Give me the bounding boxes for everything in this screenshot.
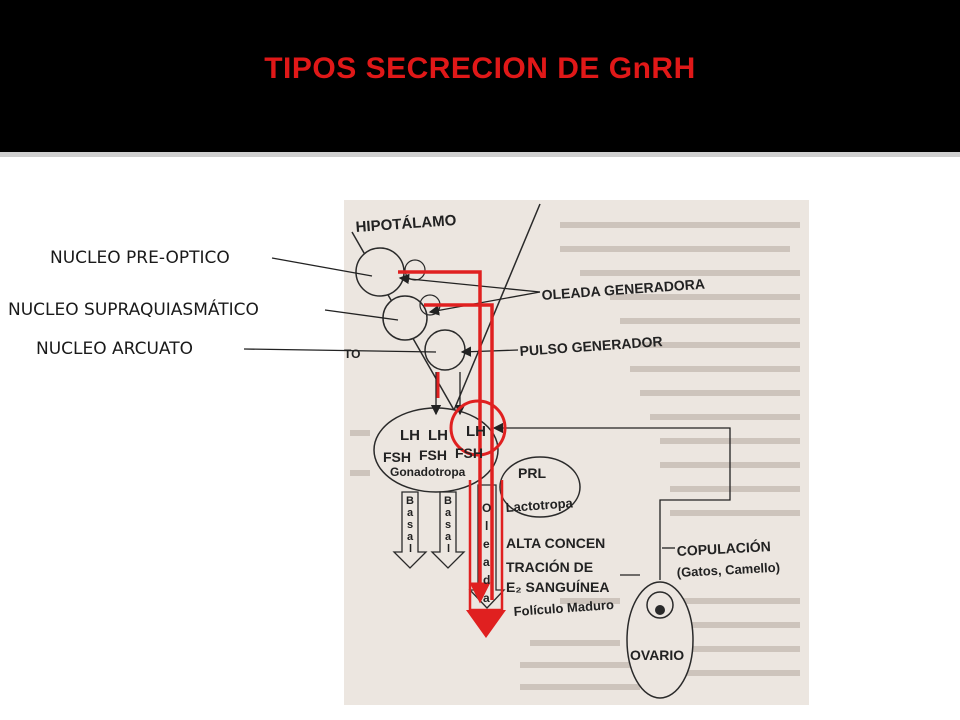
arrow-oleada-1	[398, 273, 541, 293]
oleada-letter: e	[483, 537, 490, 551]
copulacion-label: COPULACIÓN	[676, 537, 771, 559]
follicle-dot	[655, 605, 665, 615]
arrow-pulso	[460, 346, 519, 357]
slide-title: TIPOS SECRECION DE GnRH	[264, 52, 696, 85]
oleada-letter: l	[485, 519, 488, 533]
foliculo-label: Folículo Maduro	[513, 597, 614, 619]
basal-1-letter: B	[406, 495, 414, 507]
title-divider	[0, 152, 960, 157]
leader-arcuato	[243, 348, 437, 353]
oleada-letter: O	[482, 501, 491, 515]
red-lh-highlight	[449, 399, 507, 457]
basal-1-letter: a	[407, 507, 414, 519]
nucleus-arcuate	[424, 329, 466, 371]
basal-2-letter: s	[445, 519, 451, 531]
basal-2-letter: a	[445, 531, 452, 543]
label-supraquiasmatico: NUCLEO SUPRAQUIASMÁTICO	[8, 300, 259, 320]
oleada-letter: a	[483, 555, 490, 569]
fsh-label-1: FSH	[383, 449, 411, 465]
red-path-outer	[398, 270, 491, 604]
e2-sanguinea-label: E₂ SANGUÍNEA	[506, 579, 609, 595]
gonadotropa-label: Gonadotropa	[390, 465, 466, 479]
prl-label: PRL	[518, 465, 546, 481]
lh-label-3: LH	[466, 423, 486, 440]
oleada-letters: O l e a d a	[482, 501, 491, 605]
ovario-label: OVARIO	[630, 647, 684, 663]
arrow-oleada-2	[428, 291, 541, 316]
basal-1-letters: B a s a l	[406, 495, 414, 555]
tracion-de-label: TRACIÓN DE	[506, 558, 593, 575]
label-pre-optico: NUCLEO PRE-OPTICO	[50, 248, 230, 268]
basal-arrow-1	[392, 491, 428, 569]
oleada-letter: d	[483, 573, 490, 587]
lh-label-1: LH	[400, 427, 420, 444]
basal-1-letter: l	[409, 543, 412, 555]
lactotropa-label: Lactotropa	[505, 495, 574, 515]
basal-2-letter: a	[445, 507, 452, 519]
follicle-small	[646, 591, 674, 619]
lh-label-2: LH	[428, 427, 448, 444]
alta-concen-label: ALTA CONCEN	[506, 535, 605, 551]
oleada-letter: a	[483, 591, 490, 605]
basal-2-letter: l	[447, 543, 450, 555]
to-fragment: TO	[344, 347, 360, 361]
feedback-loop-line	[492, 422, 731, 580]
basal-2-letter: B	[444, 495, 452, 507]
basal-1-letter: s	[407, 519, 413, 531]
lactotrope-cell	[499, 456, 581, 518]
red-down-arrow	[466, 610, 506, 638]
ovary	[626, 581, 694, 699]
title-bar: TIPOS SECRECION DE GnRH	[0, 0, 960, 152]
fsh-label-3: FSH	[455, 445, 483, 461]
basal-2-letters: B a s a l	[444, 495, 452, 555]
nucleus-preoptic	[355, 247, 405, 297]
background-text-texture	[350, 222, 800, 690]
leader-pre-optico	[271, 257, 373, 277]
label-arcuato: NUCLEO ARCUATO	[36, 339, 194, 359]
fsh-label-2: FSH	[419, 447, 447, 463]
gatos-label: (Gatos, Camello)	[676, 560, 780, 580]
red-path-inner	[424, 303, 494, 600]
leader-supraquiasmatico	[324, 309, 399, 321]
basal-1-letter: a	[407, 531, 414, 543]
basal-arrow-2	[430, 491, 466, 569]
